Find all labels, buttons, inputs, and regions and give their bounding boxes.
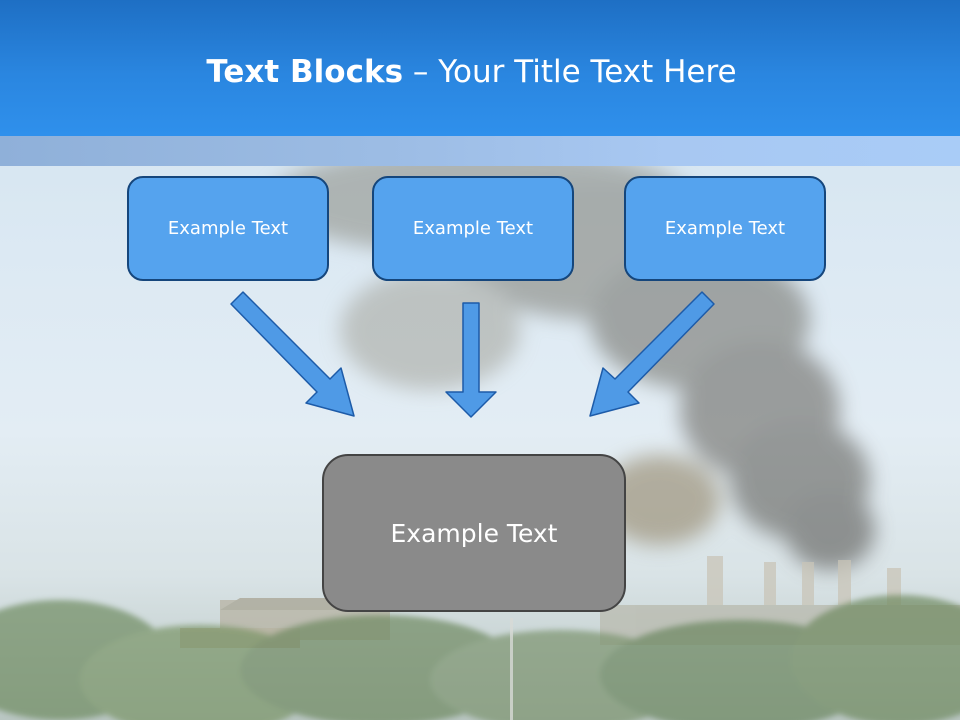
arrow-down-left-icon [589,291,715,417]
text-block-3-label: Example Text [664,218,786,239]
text-block-1-label: Example Text [167,218,289,239]
text-block-3[interactable]: Example Text [624,176,826,281]
text-block-2-label: Example Text [412,218,534,239]
title-bold-text: Text Blocks [206,54,404,90]
text-block-1[interactable]: Example Text [127,176,329,281]
arrow-down-right-icon [230,291,355,417]
slide-title: Text Blocks – Your Title Text Here [0,54,943,90]
result-text-block-label: Example Text [390,518,558,548]
result-text-block[interactable]: Example Text [322,454,626,612]
title-bar-accent [0,136,960,166]
title-bar [0,0,960,136]
arrow-down-icon [445,302,497,418]
text-block-2[interactable]: Example Text [372,176,574,281]
title-rest-text: Your Title Text Here [438,54,737,90]
title-separator: – [403,54,439,90]
